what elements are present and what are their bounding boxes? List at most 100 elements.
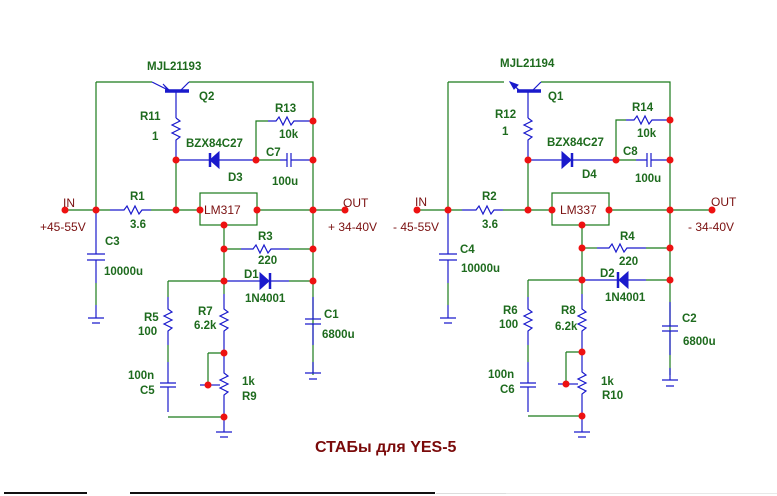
junction-node — [309, 245, 317, 253]
capacitor-value-label: 10000u — [104, 266, 143, 278]
capacitor-ref-label: C5 — [140, 385, 155, 397]
junction-node — [524, 156, 532, 164]
transistor-part-label: MJL21193 — [147, 61, 201, 73]
junction-node — [220, 349, 228, 357]
ground-icon — [662, 368, 678, 387]
resistor-ref-label: R2 — [482, 191, 497, 203]
diode-ref-label: D2 — [600, 268, 615, 280]
bottom-divider — [436, 493, 506, 494]
capacitor-icon — [636, 153, 670, 167]
capacitor-ref-label: C1 — [324, 309, 339, 321]
wire — [541, 81, 671, 210]
resistor-icon — [597, 242, 646, 254]
input-terminal[interactable] — [61, 206, 69, 214]
output-terminal[interactable] — [341, 206, 349, 214]
junction-node — [309, 156, 317, 164]
resistor-value-label: 3.6 — [130, 219, 146, 231]
junction-node — [253, 206, 261, 214]
junction-node — [578, 221, 586, 229]
resistor-value-label: 1 — [502, 126, 509, 138]
junction-node — [666, 206, 674, 214]
zener-diode-icon — [561, 150, 616, 170]
resistor-ref-label: R1 — [130, 191, 145, 203]
capacitor-ref-label: C3 — [105, 236, 120, 248]
capacitor-ref-label: C7 — [266, 147, 281, 159]
capacitor-ref-label: C2 — [682, 313, 697, 325]
junction-node — [612, 156, 620, 164]
junction-node — [666, 116, 674, 124]
resistor-value-label: 100 — [499, 319, 518, 331]
junction-node — [220, 277, 228, 285]
potentiometer-value-label: 1k — [242, 376, 255, 388]
capacitor-ref-label: C4 — [460, 244, 475, 256]
bottom-divider — [506, 493, 777, 494]
resistor-icon — [626, 114, 670, 126]
zener-part-label: BZX84C27 — [547, 137, 604, 149]
resistor-value-label: 10k — [279, 129, 299, 141]
resistor-ref-label: R5 — [144, 312, 159, 324]
output-terminal[interactable] — [708, 206, 716, 214]
junction-node — [252, 156, 260, 164]
junction-node — [562, 380, 570, 388]
input-terminal[interactable] — [413, 206, 421, 214]
junction-node — [220, 413, 228, 421]
resistor-icon — [522, 297, 534, 345]
bottom-divider — [4, 492, 87, 494]
junction-node — [92, 206, 100, 214]
resistor-value-label: 100 — [138, 326, 157, 338]
capacitor-icon — [160, 362, 176, 412]
capacitor-value-label: 10000u — [461, 263, 500, 275]
ground-icon — [440, 305, 456, 324]
resistor-icon — [218, 294, 230, 353]
resistor-icon — [170, 117, 182, 160]
junction-node — [666, 244, 674, 252]
wire — [255, 120, 268, 160]
regulator-part-label: LM337 — [560, 203, 597, 217]
resistor-value-label: 220 — [619, 256, 638, 268]
junction-node — [309, 117, 317, 125]
bottom-divider — [130, 492, 435, 494]
input-voltage-label: - 45-55V — [393, 220, 439, 234]
resistor-ref-label: R7 — [198, 306, 213, 318]
resistor-icon — [462, 204, 503, 216]
capacitor-icon — [439, 210, 457, 283]
input-voltage-label: +45-55V — [40, 220, 86, 234]
capacitor-icon — [520, 362, 536, 412]
capacitor-ref-label: C8 — [623, 146, 638, 158]
transistor-ref-label: Q2 — [199, 91, 214, 103]
junction-node — [172, 206, 180, 214]
regulator-part-label: LM317 — [204, 203, 241, 217]
zener-diode-icon — [208, 150, 256, 170]
zener-part-label: BZX84C27 — [186, 138, 243, 150]
transistor-part-label: MJL21194 — [500, 58, 555, 70]
capacitor-value-label: 100n — [488, 369, 514, 381]
resistor-value-label: 220 — [258, 255, 277, 267]
junction-node — [220, 221, 228, 229]
capacitor-icon — [87, 210, 105, 283]
resistor-icon — [162, 297, 174, 345]
resistor-value-label: 1 — [152, 131, 159, 143]
diode-icon — [616, 270, 629, 290]
output-label: OUT — [711, 195, 737, 209]
capacitor-icon — [305, 297, 321, 345]
resistor-ref-label: R13 — [275, 103, 296, 115]
output-label: OUT — [343, 196, 369, 210]
resistor-ref-label: R3 — [258, 231, 273, 243]
resistor-icon — [268, 115, 313, 127]
junction-node — [548, 206, 556, 214]
capacitor-value-label: 6800u — [322, 329, 355, 341]
resistor-ref-label: R14 — [632, 102, 654, 114]
ground-icon — [305, 362, 321, 380]
zener-ref-label: D4 — [582, 169, 597, 181]
capacitor-value-label: 100u — [635, 173, 661, 185]
input-label: IN — [415, 195, 427, 209]
resistor-ref-label: R4 — [620, 231, 635, 243]
junction-node — [605, 206, 613, 214]
junction-node — [196, 206, 204, 214]
junction-node — [220, 245, 228, 253]
capacitor-value-label: 6800u — [683, 336, 716, 348]
diode-part-label: 1N4001 — [245, 293, 286, 305]
junction-node — [172, 156, 180, 164]
diode-part-label: 1N4001 — [605, 292, 646, 304]
